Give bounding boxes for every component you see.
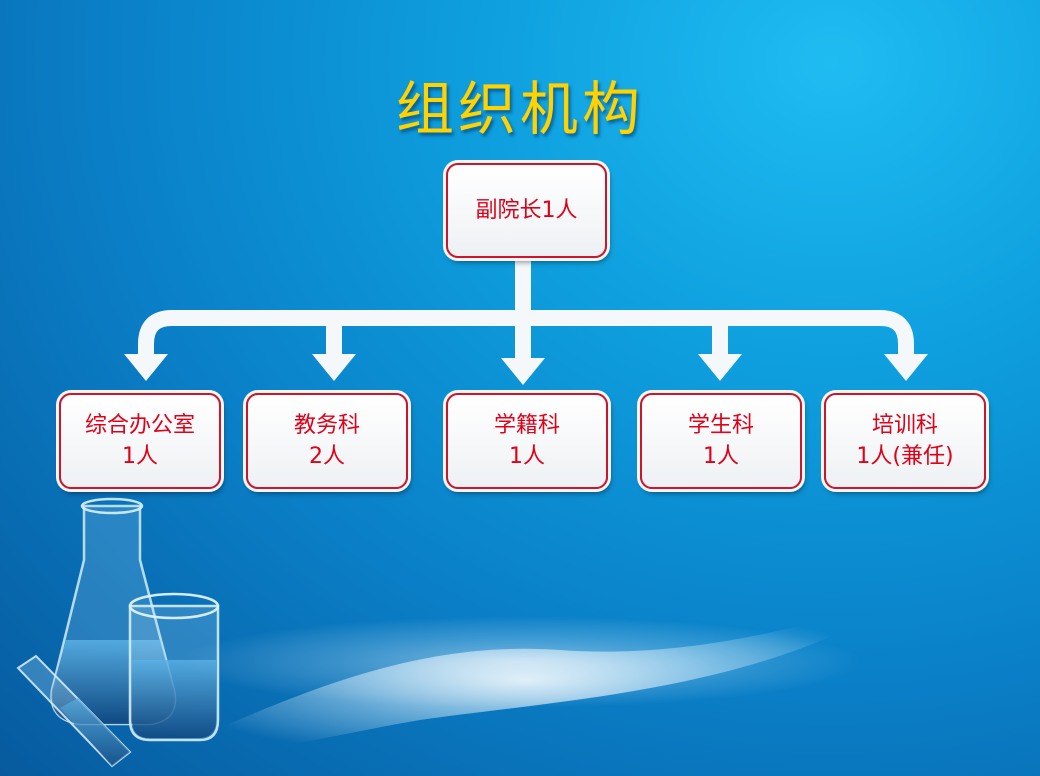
node-name: 综合办公室 xyxy=(84,413,195,438)
org-node-academic-affairs: 教务科 2人 xyxy=(246,393,408,489)
light-glow xyxy=(180,616,860,708)
page-title: 组织机构 xyxy=(395,75,644,143)
down-arrow-icon xyxy=(312,354,356,381)
down-arrow-icon xyxy=(124,354,168,381)
org-node-deputy-dean: 副院长1人 xyxy=(446,163,607,258)
node-count: 1人 xyxy=(509,444,545,469)
node-name: 培训科 xyxy=(871,413,938,438)
connector-lines xyxy=(138,258,914,360)
node-count: 1人 xyxy=(703,444,739,469)
down-arrow-icon xyxy=(501,358,545,385)
down-arrow-icons xyxy=(124,354,928,385)
node-count: 2人 xyxy=(309,444,345,469)
node-name: 教务科 xyxy=(293,413,360,438)
org-node-general-office: 综合办公室 1人 xyxy=(59,393,221,489)
down-arrow-icon xyxy=(698,354,742,381)
node-name: 学籍科 xyxy=(493,413,560,438)
node-count: 1人 xyxy=(122,444,158,469)
node-label: 副院长1人 xyxy=(475,198,578,223)
org-node-training: 培训科 1人(兼任) xyxy=(824,393,986,489)
node-name: 学生科 xyxy=(687,413,754,438)
org-node-student-records: 学籍科 1人 xyxy=(446,393,608,489)
node-count: 1人(兼任) xyxy=(856,444,954,469)
lab-glassware-illustration xyxy=(16,497,220,768)
down-arrow-icon xyxy=(884,354,928,381)
org-node-student-affairs: 学生科 1人 xyxy=(640,393,802,489)
